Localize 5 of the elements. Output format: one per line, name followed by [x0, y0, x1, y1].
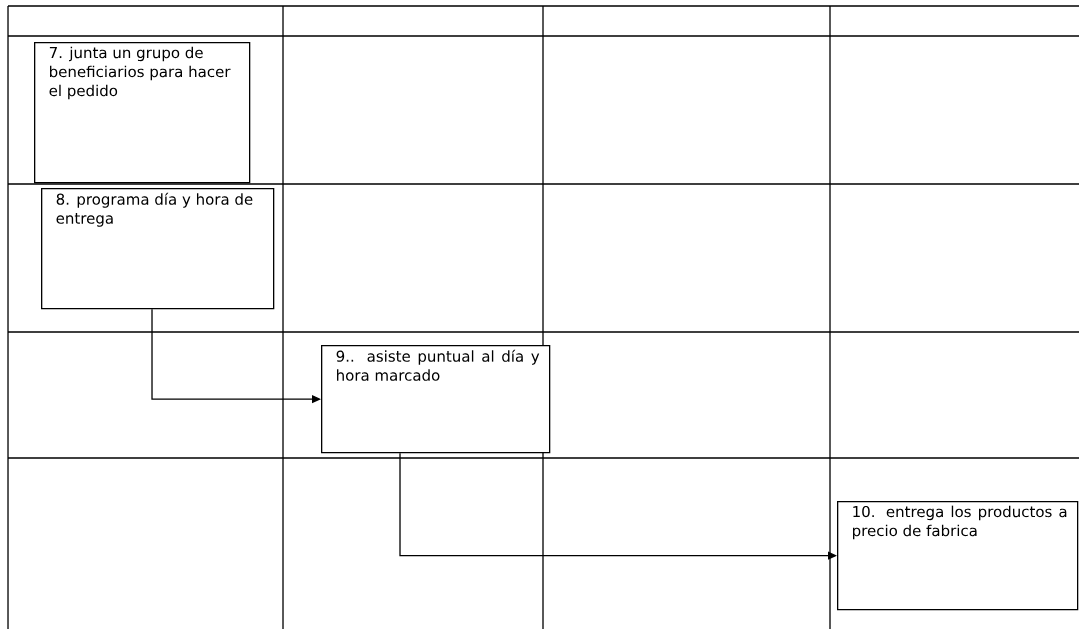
- process-box: 9.. asiste puntual al día y hora marcado: [321, 345, 551, 454]
- process-box: 7. junta un grupo de beneficiarios para hacer el pedido: [34, 42, 251, 184]
- arrow: [399, 452, 837, 560]
- process-box: 10. entrega los productos a precio de fabrica: [837, 501, 1079, 611]
- process-box: 8. programa día y hora de entrega: [41, 188, 275, 310]
